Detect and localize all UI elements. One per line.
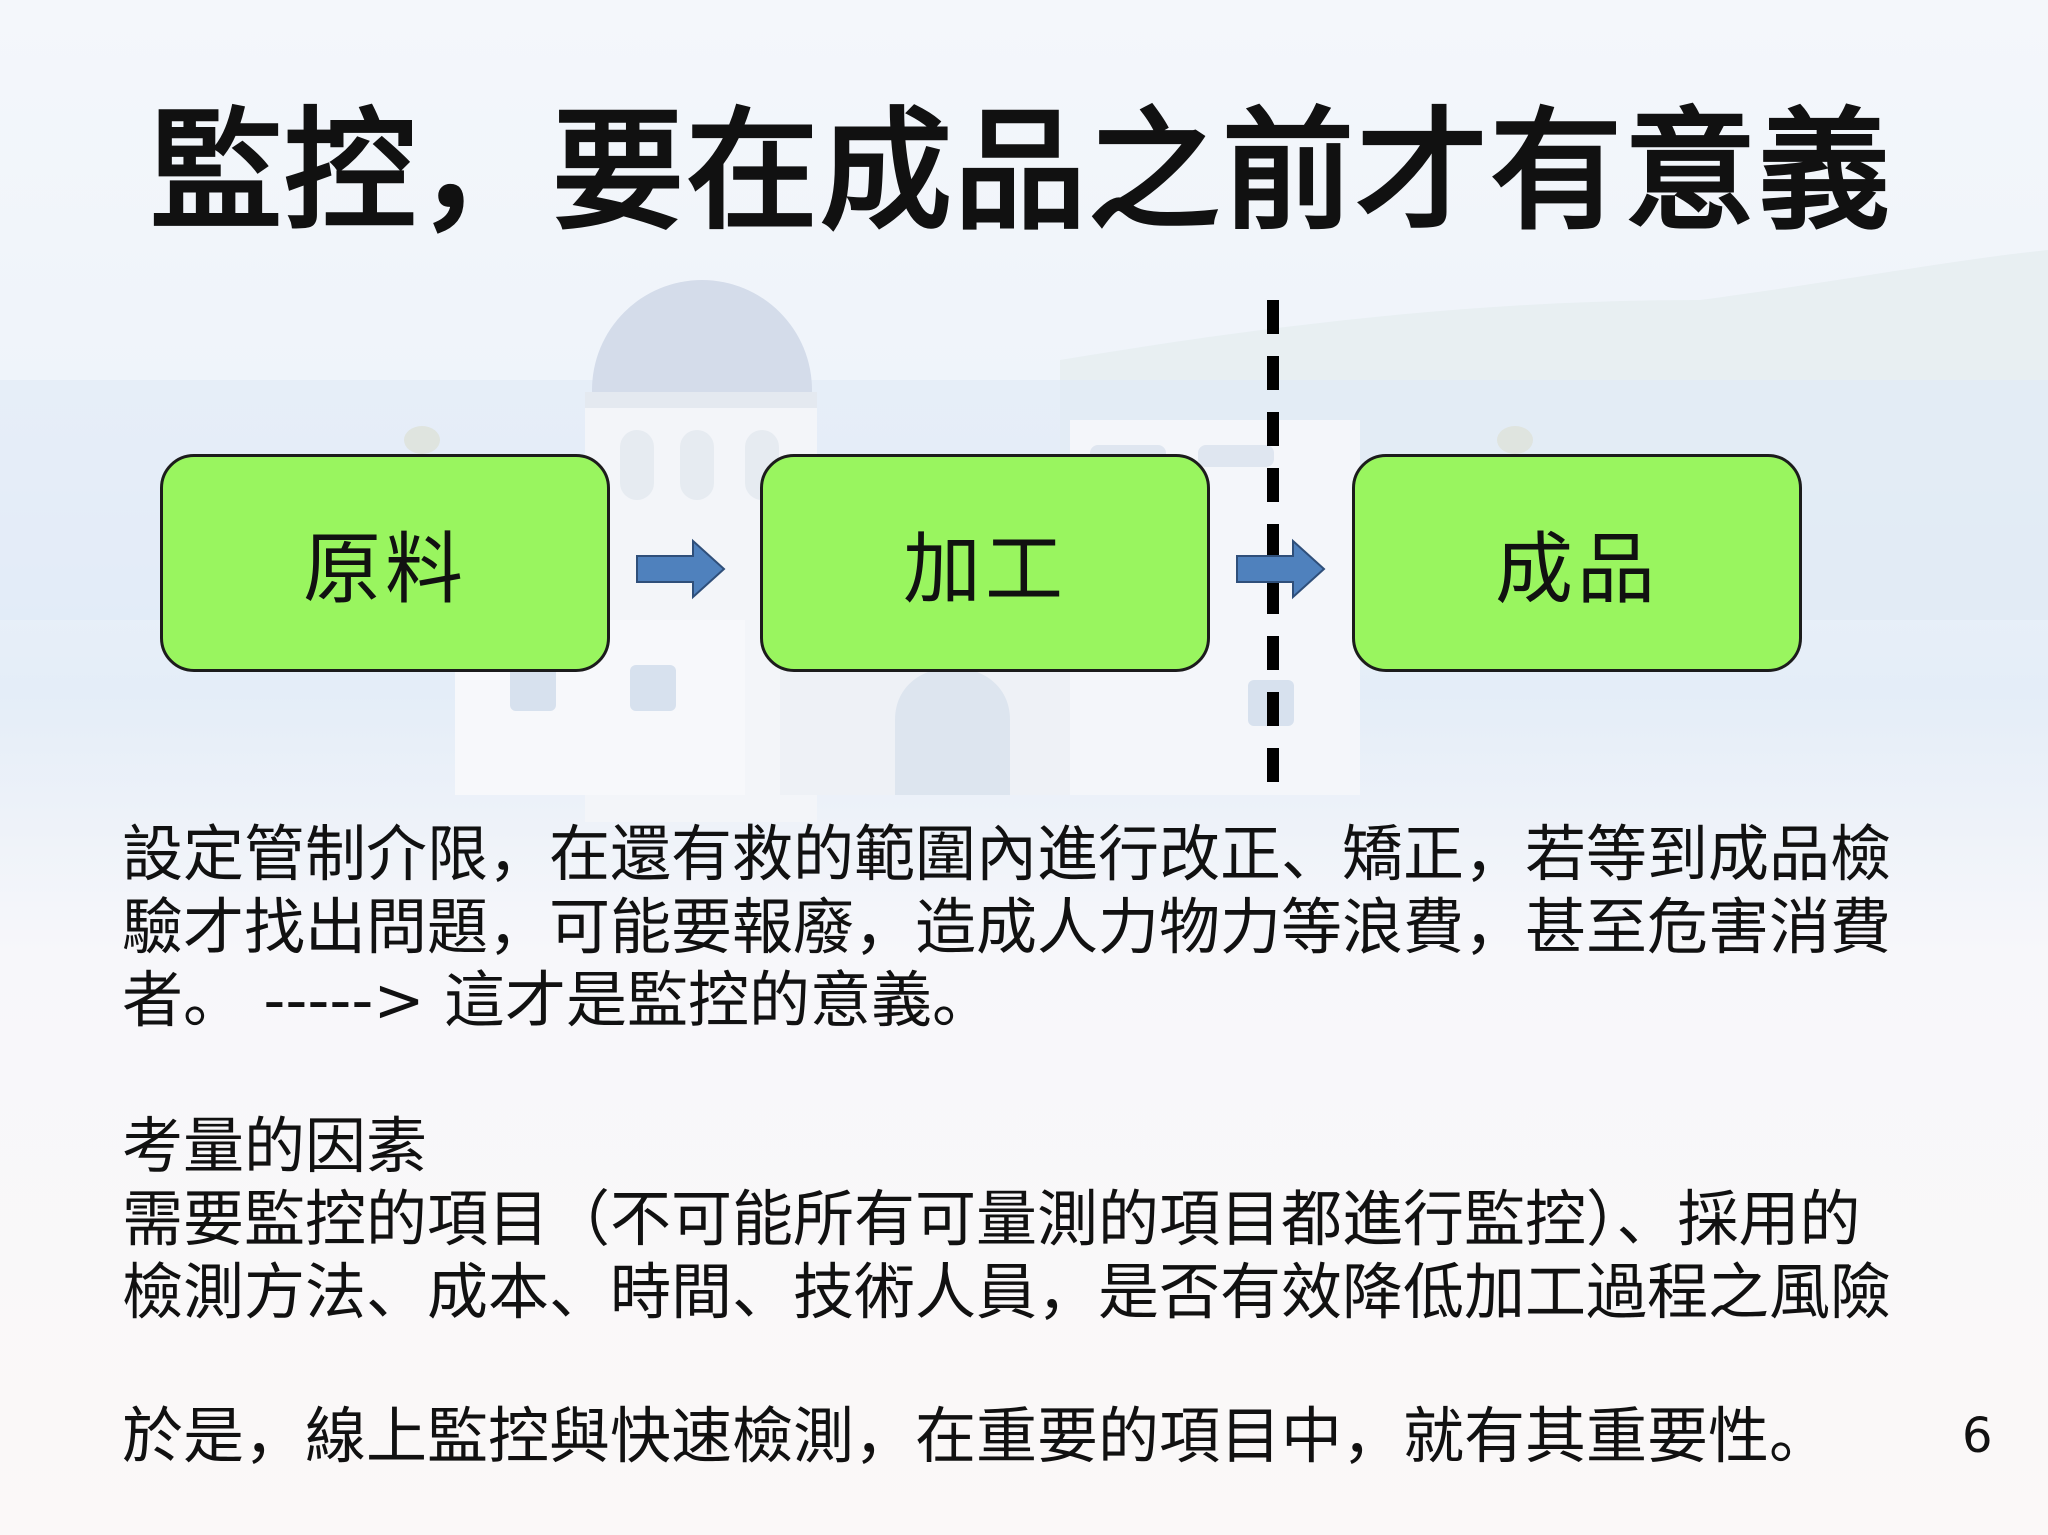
flow-step-label: 原料 xyxy=(302,525,467,615)
paragraph-line: 需要監控的項目（不可能所有可量測的項目都進行監控）、採用的 xyxy=(122,1184,1861,1255)
dashed-divider-line xyxy=(1267,300,1279,796)
slide-title: 監控，要在成品之前才有意義 xyxy=(150,95,1892,249)
paragraph-line: 檢測方法、成本、時間、技術人員，是否有效降低加工過程之風險 xyxy=(122,1257,1892,1328)
right-arrow-icon xyxy=(1236,538,1326,600)
flow-step-raw-material: 原料 xyxy=(160,454,610,672)
paragraph-line: 者。 -----> 這才是監控的意義。 xyxy=(122,965,993,1036)
paragraph-line: 驗才找出問題，可能要報廢，造成人力物力等浪費，甚至危害消費 xyxy=(122,892,1892,963)
flow-step-label: 加工 xyxy=(902,525,1067,615)
page-number: 6 xyxy=(1962,1408,1993,1464)
paragraph-line: 設定管制介限，在還有救的範圍內進行改正、矯正，若等到成品檢 xyxy=(122,819,1892,890)
right-arrow-icon xyxy=(636,538,726,600)
flow-step-processing: 加工 xyxy=(760,454,1210,672)
flow-step-finished-product: 成品 xyxy=(1352,454,1802,672)
flow-step-label: 成品 xyxy=(1494,525,1659,615)
section-heading: 考量的因素 xyxy=(122,1111,428,1182)
paragraph-line: 於是，線上監控與快速檢測，在重要的項目中，就有其重要性。 xyxy=(122,1401,1831,1472)
